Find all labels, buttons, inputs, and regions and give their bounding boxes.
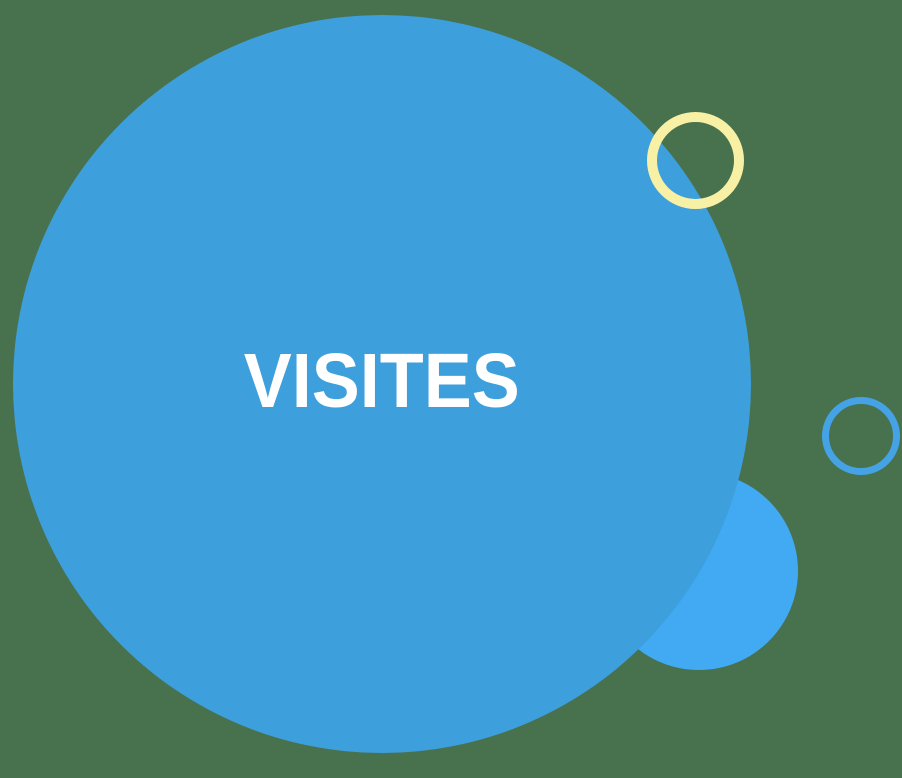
svg-text:VISITES: VISITES [244, 338, 520, 424]
